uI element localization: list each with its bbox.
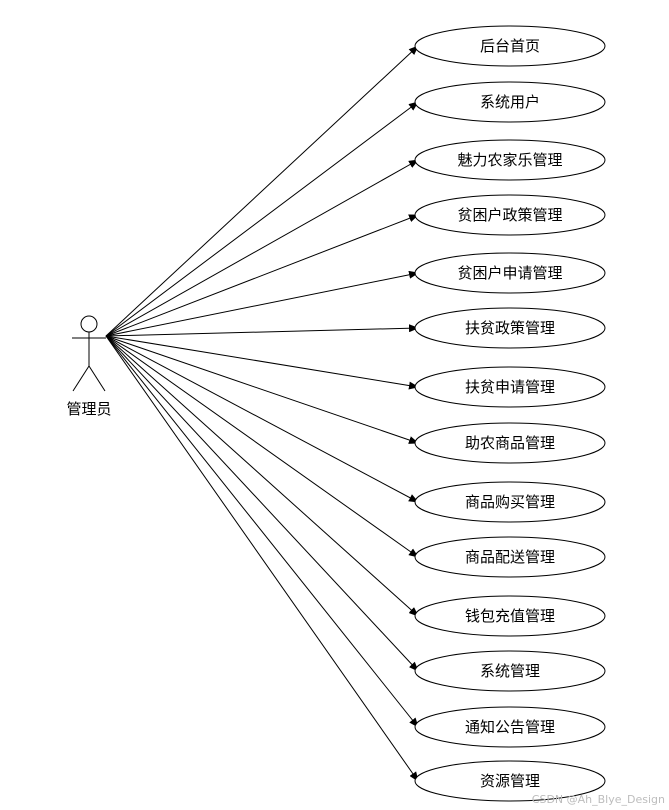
actor-head xyxy=(80,315,98,333)
use-case-label: 通知公告管理 xyxy=(465,718,555,736)
use-case-ellipse xyxy=(414,760,606,802)
use-case-ellipse xyxy=(414,595,606,637)
association-lines xyxy=(105,45,419,782)
association-arrow xyxy=(105,335,419,390)
association-arrow xyxy=(105,335,419,503)
use-case-label: 贫困户申请管理 xyxy=(457,264,562,282)
use-case-label: 后台首页 xyxy=(480,37,540,55)
association-arrow xyxy=(105,214,419,337)
use-case-ellipse xyxy=(414,422,606,464)
use-case-label: 商品购买管理 xyxy=(465,493,555,511)
association-arrow xyxy=(105,335,419,728)
use-case-ellipse xyxy=(414,650,606,692)
use-case: 扶贫申请管理 xyxy=(414,366,606,408)
use-case-ellipse xyxy=(414,706,606,748)
use-case-label: 钱包充值管理 xyxy=(465,607,555,625)
actor-right-leg xyxy=(88,365,106,392)
use-case: 钱包充值管理 xyxy=(414,595,606,637)
association-arrow xyxy=(105,45,419,337)
use-case-label: 扶贫申请管理 xyxy=(465,378,555,396)
use-case: 系统用户 xyxy=(414,81,606,123)
use-case: 助农商品管理 xyxy=(414,422,606,464)
use-case-label: 贫困户政策管理 xyxy=(457,206,562,224)
association-arrow xyxy=(105,335,419,617)
use-case-ellipse xyxy=(414,252,606,294)
actor: 管理员 xyxy=(66,315,112,418)
association-arrow xyxy=(105,335,419,782)
use-case-label: 系统用户 xyxy=(480,93,540,111)
use-case-ellipse xyxy=(414,25,606,67)
use-case-label: 扶贫政策管理 xyxy=(465,319,555,337)
association-arrow xyxy=(105,270,419,337)
use-case-label: 魅力农家乐管理 xyxy=(457,151,562,169)
use-case: 贫困户申请管理 xyxy=(414,252,606,294)
association-arrow xyxy=(105,335,419,444)
association-arrow xyxy=(105,324,419,337)
association-arrow xyxy=(105,335,419,558)
use-case: 后台首页 xyxy=(414,25,606,67)
use-cases: 后台首页系统用户魅力农家乐管理贫困户政策管理贫困户申请管理扶贫政策管理扶贫申请管… xyxy=(414,25,606,802)
association-arrow xyxy=(105,335,419,672)
use-case-label: 系统管理 xyxy=(480,662,540,680)
use-case-ellipse xyxy=(414,307,606,349)
actor-left-leg xyxy=(72,365,90,392)
actor-label: 管理员 xyxy=(66,400,111,418)
use-case-label: 商品配送管理 xyxy=(465,548,555,566)
use-case: 魅力农家乐管理 xyxy=(414,139,606,181)
use-case-ellipse xyxy=(414,194,606,236)
use-case-label: 助农商品管理 xyxy=(465,434,555,452)
use-case-label: 资源管理 xyxy=(480,772,540,790)
use-case-ellipse xyxy=(414,81,606,123)
watermark: CSDN @Ah_Blye_Design xyxy=(531,793,665,806)
use-case: 通知公告管理 xyxy=(414,706,606,748)
association-arrow xyxy=(105,159,419,337)
use-case: 商品配送管理 xyxy=(414,536,606,578)
use-case: 系统管理 xyxy=(414,650,606,692)
association-arrow xyxy=(105,101,419,337)
use-case-ellipse xyxy=(414,139,606,181)
use-case: 扶贫政策管理 xyxy=(414,307,606,349)
use-case: 商品购买管理 xyxy=(414,481,606,523)
use-case-ellipse xyxy=(414,481,606,523)
use-case-ellipse xyxy=(414,366,606,408)
use-case: 资源管理 xyxy=(414,760,606,802)
use-case: 贫困户政策管理 xyxy=(414,194,606,236)
use-case-ellipse xyxy=(414,536,606,578)
